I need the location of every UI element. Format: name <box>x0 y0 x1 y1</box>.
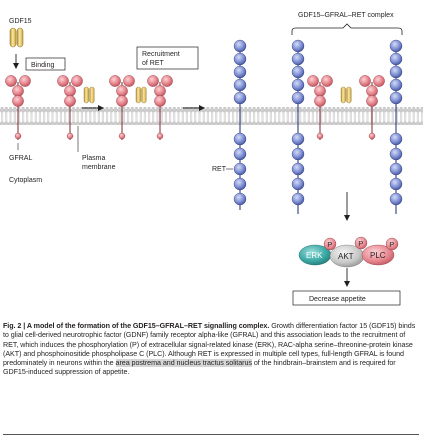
caption-heading: Fig. 2 | A model of the formation of the… <box>3 322 270 330</box>
complex-label: GDF15–GFRAL–RET complex <box>298 12 394 19</box>
recruitment-box <box>136 46 199 70</box>
recruitment-label-line2: of RET <box>142 60 165 67</box>
gfral-receptor-4 <box>147 75 173 140</box>
gfral-label: GFRAL <box>9 155 32 162</box>
binding-box <box>25 57 66 71</box>
ret-receptor-complex-left <box>291 39 305 214</box>
ret-receptor-standalone <box>233 39 247 210</box>
decrease-appetite-label: Decrease appetite <box>309 296 366 303</box>
caption-body-part2: of the hindbrain–brainstem and is requir… <box>3 359 396 377</box>
ret-label: RET <box>212 166 227 173</box>
cytoplasm-label: Cytoplasm <box>9 177 42 184</box>
gfral-receptor-2 <box>57 75 83 140</box>
ret-receptor-complex-right <box>389 39 403 214</box>
gdf15-label: GDF15 <box>9 18 32 25</box>
erk-phospho: P <box>323 237 337 251</box>
decrease-appetite-box <box>292 290 401 306</box>
gfral-receptor-complex-right <box>359 75 385 140</box>
complex-bracket <box>291 23 403 35</box>
figure-caption: Fig. 2 | A model of the formation of the… <box>3 322 417 378</box>
gdf15-dimer <box>9 27 24 48</box>
gdf15-gfral-ret-diagram: GDF15 Binding Recruitment of RET <box>0 12 423 306</box>
plasma-membrane-label-line1: Plasma <box>82 155 105 162</box>
gfral-receptor-complex-left <box>307 75 333 140</box>
svg-text:AKT: AKT <box>338 252 354 261</box>
svg-text:P: P <box>358 239 363 248</box>
svg-text:P: P <box>327 240 332 249</box>
svg-text:PLC: PLC <box>370 251 386 260</box>
gdf15-dimer-bound-1 <box>83 86 95 104</box>
svg-text:ERK: ERK <box>306 251 323 260</box>
akt-phospho: P <box>354 236 368 250</box>
plasma-membrane <box>0 107 423 125</box>
binding-label: Binding <box>31 62 54 69</box>
recruitment-label-line1: Recruitment <box>142 51 180 58</box>
caption-highlight: area postrema and nucleus tractus solita… <box>115 359 252 368</box>
gdf15-dimer-complex <box>340 86 352 104</box>
plasma-membrane-label-line2: membrane <box>82 164 116 171</box>
gdf15-dimer-bound-2 <box>135 86 147 104</box>
plc-phospho: P <box>385 237 399 251</box>
gfral-receptor-3 <box>109 75 135 140</box>
caption-body-part1: Growth differentiation factor 15 (GDF15)… <box>3 322 416 368</box>
plc-kinase: PLC <box>361 244 395 266</box>
svg-text:P: P <box>389 240 394 249</box>
gfral-receptor-1 <box>5 75 31 140</box>
caption-rule <box>3 434 419 435</box>
